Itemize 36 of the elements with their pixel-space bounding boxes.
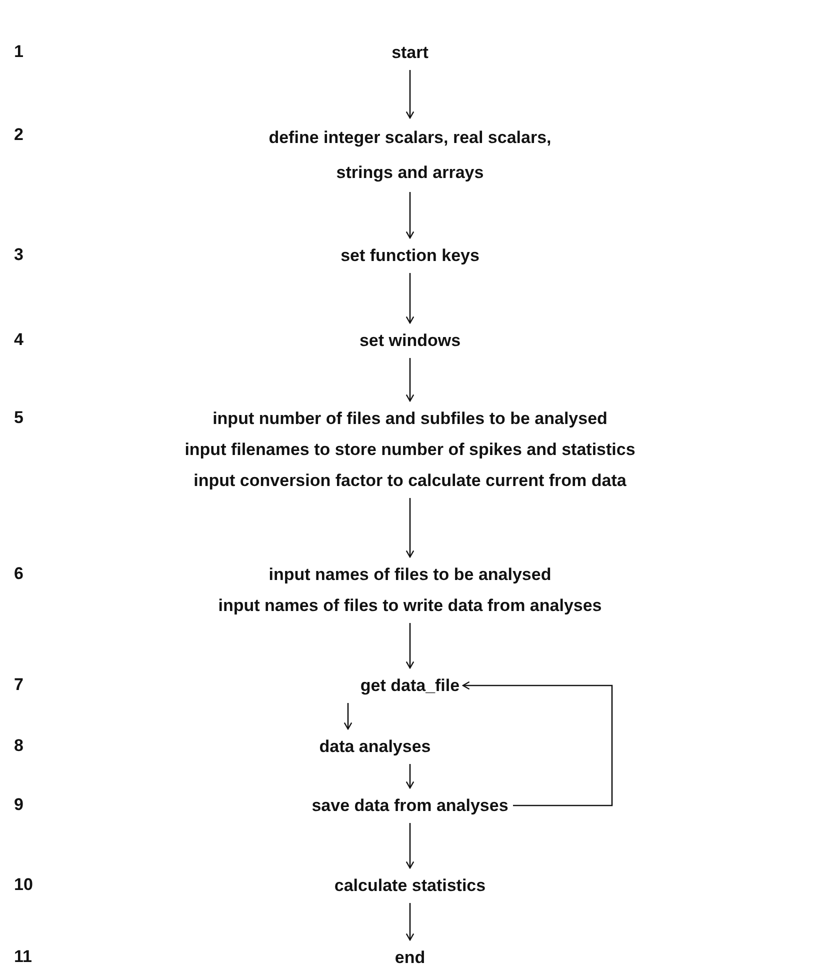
step-text: set function keys [340,245,480,267]
step-text: input filenames to store number of spikes and statistics [184,439,636,461]
step-number: 8 [14,735,24,757]
step-text: data analyses [319,736,431,758]
step-number: 4 [14,329,24,351]
arrow [406,823,414,869]
arrow [406,764,414,789]
step-text: input conversion factor to calculate current from data [194,470,626,492]
step-text: start [392,42,428,64]
step-number: 10 [14,874,33,896]
step-number: 5 [14,407,24,429]
arrow [344,703,352,730]
step-text: input number of files and subfiles to be analysed [212,408,608,430]
step-number: 2 [14,124,24,146]
step-text: input names of files to write data from analyses [218,595,602,617]
arrow [406,358,414,402]
step-text: set windows [359,330,461,352]
step-number: 6 [14,563,24,585]
step-number: 11 [14,946,32,968]
step-text: define integer scalars, real scalars, strings and arrays [268,127,552,184]
step-number: 7 [14,674,24,696]
arrow [406,903,414,941]
step-number: 9 [14,794,24,816]
step-number: 1 [14,41,24,63]
arrow [406,70,414,119]
step-text: calculate statistics [334,875,486,897]
arrow [406,273,414,324]
arrow [406,192,414,239]
step-text: get data_file [360,675,460,697]
step-text: save data from analyses [312,795,508,817]
arrow [406,498,414,558]
arrow [462,681,613,806]
arrow [406,623,414,669]
step-number: 3 [14,244,24,266]
step-text: end [394,947,426,969]
step-text: input names of files to be analysed [268,564,552,586]
